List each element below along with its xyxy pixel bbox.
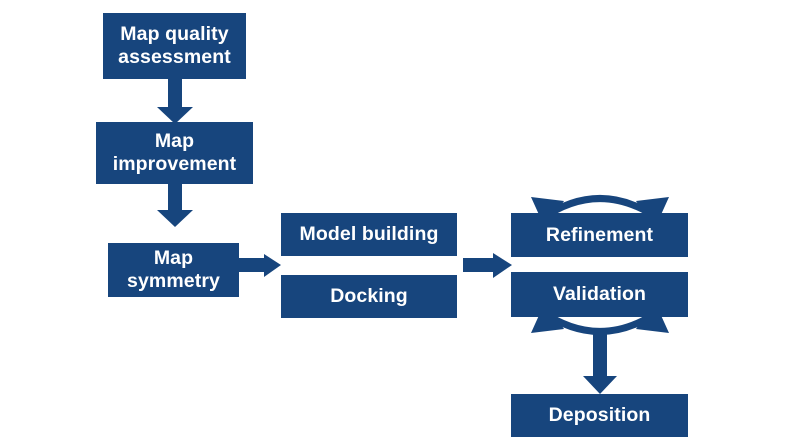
- node-deposition[interactable]: Deposition: [511, 394, 688, 437]
- node-refinement[interactable]: Refinement: [511, 213, 688, 257]
- connector-building-to-refinement: [463, 253, 512, 278]
- node-map-symmetry[interactable]: Map symmetry: [108, 243, 239, 297]
- node-docking[interactable]: Docking: [281, 275, 457, 318]
- node-validation[interactable]: Validation: [511, 272, 688, 317]
- node-model-building[interactable]: Model building: [281, 213, 457, 256]
- node-map-improvement[interactable]: Map improvement: [96, 122, 253, 184]
- connector-improvement-to-symmetry: [157, 184, 193, 227]
- node-map-quality-assessment[interactable]: Map quality assessment: [103, 13, 246, 79]
- connector-symmetry-to-building: [239, 254, 281, 277]
- connector-assessment-to-improvement: [157, 79, 193, 124]
- connector-cycle-to-deposition: [583, 334, 617, 394]
